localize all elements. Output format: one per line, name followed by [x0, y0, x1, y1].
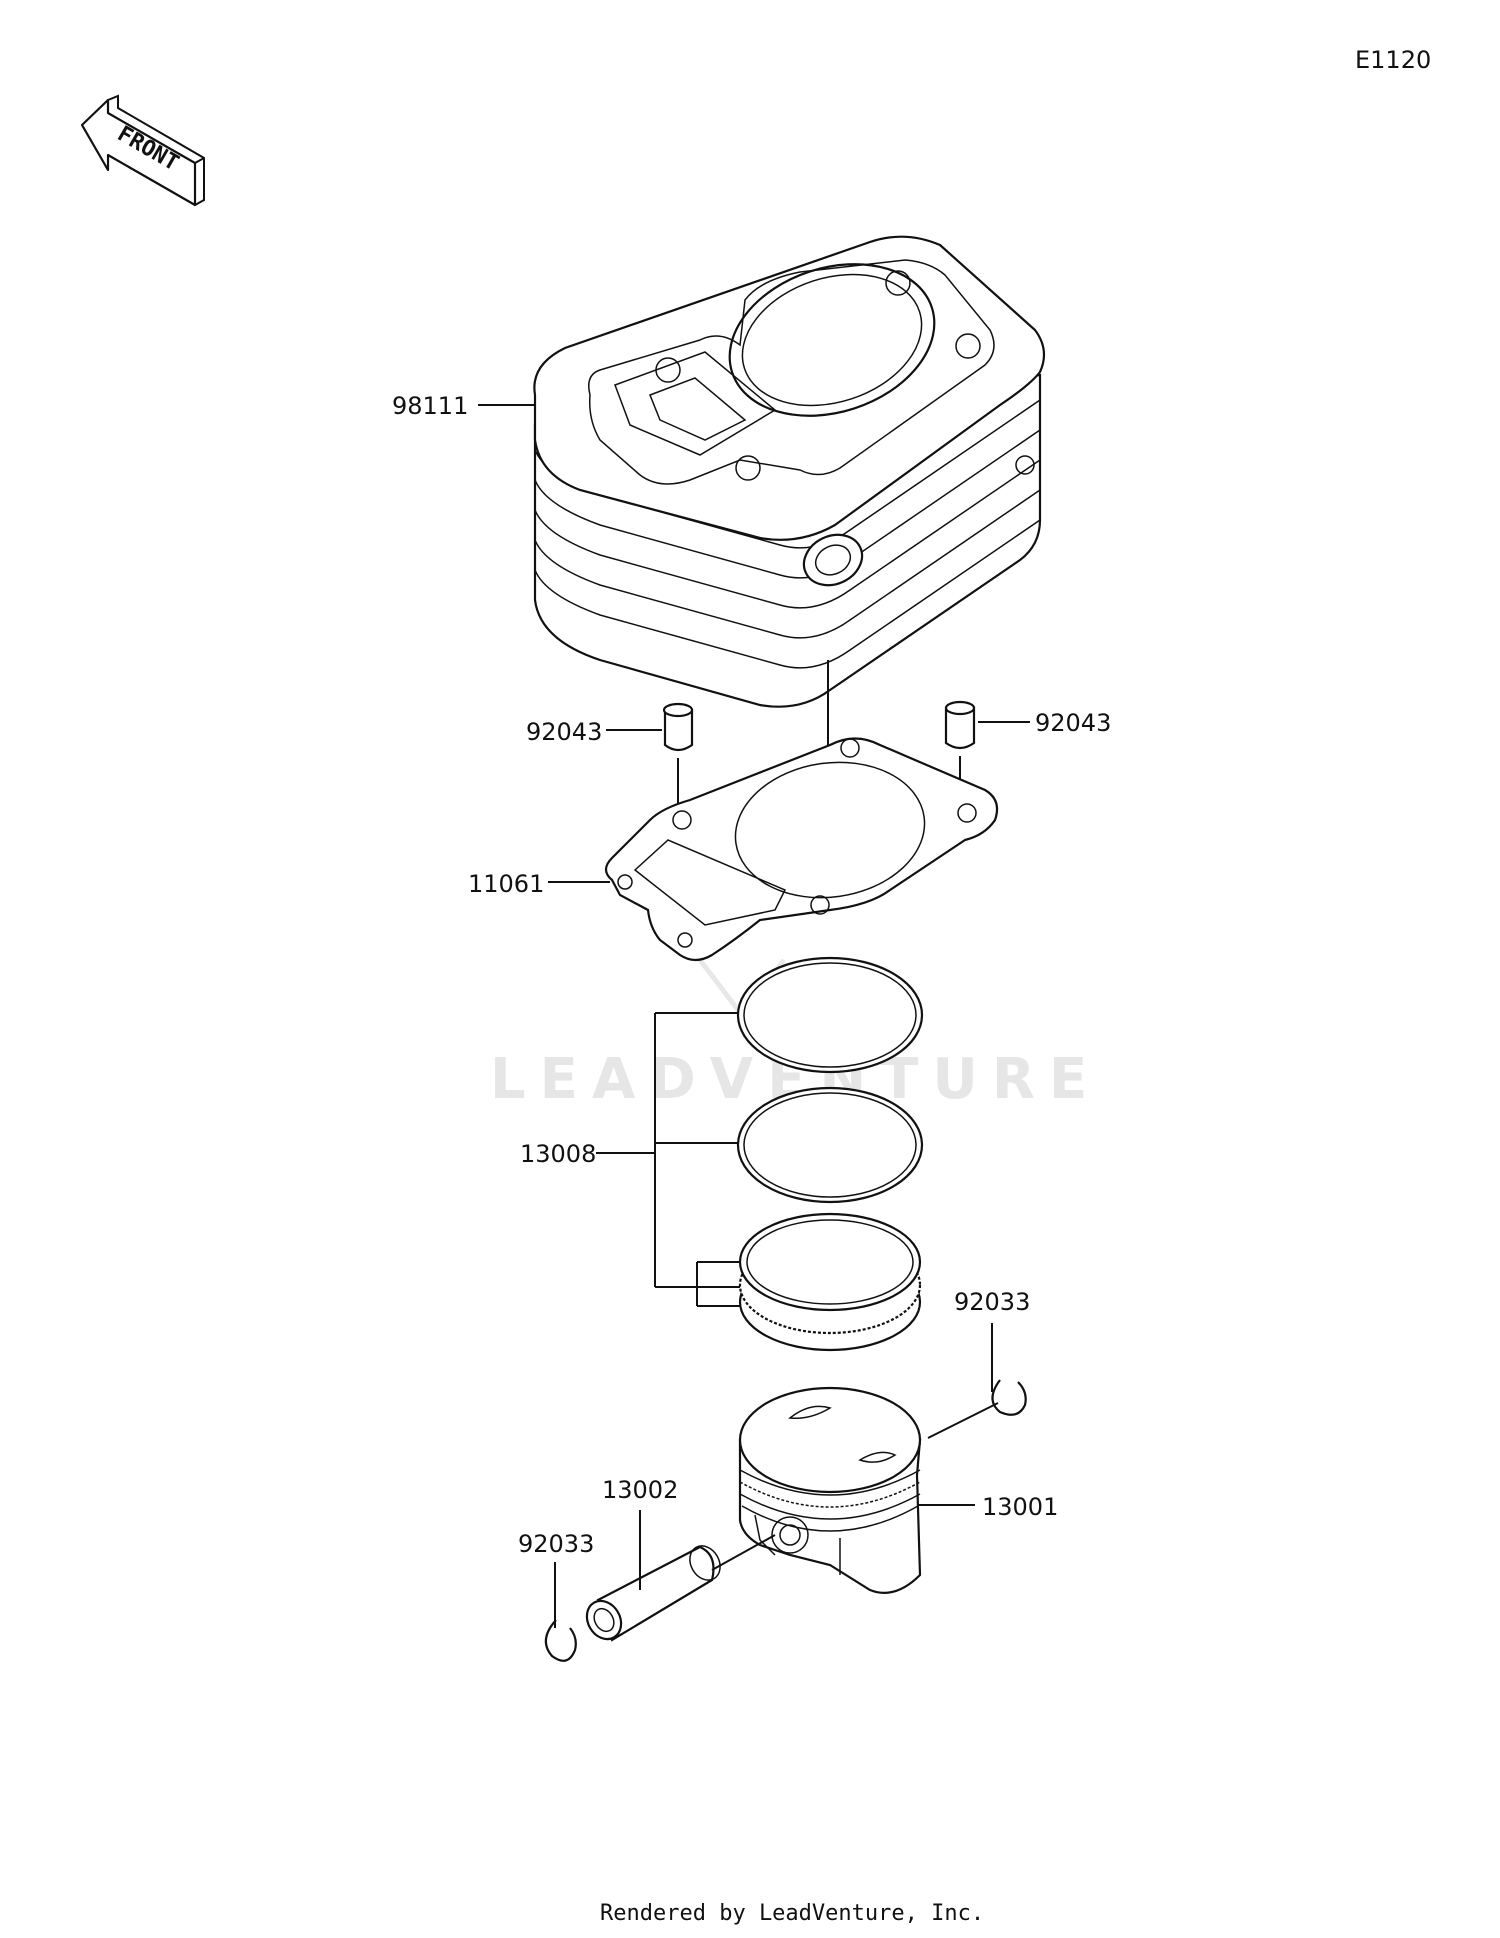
- diagram-code: E1120: [1355, 46, 1431, 74]
- leader-rings: [596, 1012, 740, 1307]
- dowel-pin-right-part[interactable]: [944, 700, 976, 750]
- front-arrow-icon: FRONT: [80, 94, 205, 207]
- oil-ring-part[interactable]: [738, 1212, 922, 1352]
- piston-part[interactable]: [738, 1386, 922, 1594]
- cylinder-part[interactable]: [533, 235, 1046, 708]
- axis-pin: [711, 1534, 776, 1571]
- piston-pin-clip-left-part[interactable]: [544, 1619, 577, 1662]
- callout-cylinder[interactable]: 98111: [392, 392, 468, 420]
- callout-gasket[interactable]: 11061: [468, 870, 544, 898]
- callout-dowel-right[interactable]: 92043: [1035, 709, 1111, 737]
- footer-credit: Rendered by LeadVenture, Inc.: [600, 1901, 984, 1926]
- callout-piston[interactable]: 13001: [982, 1493, 1058, 1521]
- cylinder-gasket-part[interactable]: [604, 737, 999, 962]
- axis-clip-right: [927, 1402, 999, 1439]
- piston-pin-clip-right-part[interactable]: [991, 1379, 1027, 1416]
- callout-clip-right[interactable]: 92033: [954, 1288, 1030, 1316]
- callout-rings[interactable]: 13008: [520, 1140, 596, 1168]
- dowel-pin-left-part[interactable]: [662, 702, 694, 752]
- callout-pin[interactable]: 13002: [602, 1476, 678, 1504]
- callout-dowel-left[interactable]: 92043: [526, 718, 602, 746]
- piston-pin-part[interactable]: [580, 1540, 726, 1645]
- callout-clip-left[interactable]: 92033: [518, 1530, 594, 1558]
- piston-ring-second-part[interactable]: [736, 1086, 924, 1204]
- piston-ring-top-part[interactable]: [736, 956, 924, 1074]
